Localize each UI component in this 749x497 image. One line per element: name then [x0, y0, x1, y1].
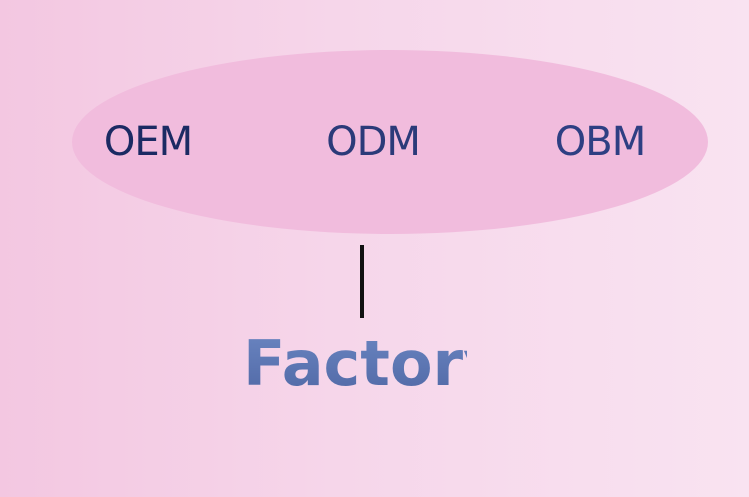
connector-line [360, 245, 364, 318]
term-odm: ODM [326, 119, 421, 165]
business-model-ellipse [72, 50, 708, 234]
term-oem: OEM [103, 119, 193, 165]
term-obm: OBM [554, 119, 646, 165]
factory-label: Factory [243, 327, 504, 400]
